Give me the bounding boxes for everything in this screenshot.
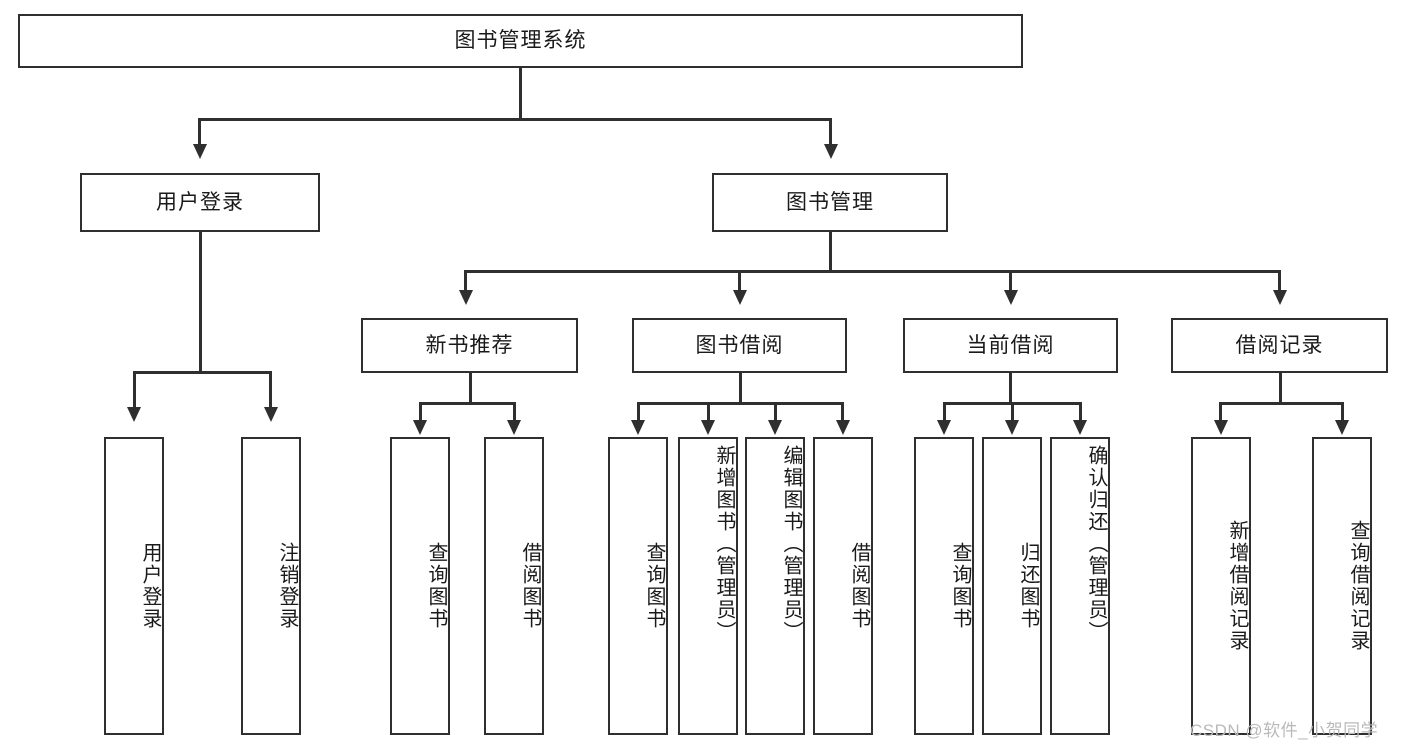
connector-level3-drop-2 xyxy=(738,270,741,292)
arrow-to-leaf-borrow-book-2 xyxy=(836,420,850,435)
arrow-to-leaf-edit-book xyxy=(768,420,782,435)
connector-book-borrow-drop-2 xyxy=(707,402,710,422)
connector-level3-drop-4 xyxy=(1278,270,1281,292)
connector-level3-drop-1 xyxy=(464,270,467,292)
connector-level2-drop-2 xyxy=(829,118,832,146)
arrow-to-leaf-return-book xyxy=(1005,420,1019,435)
leaf-query-borrow-record[interactable]: 查询借阅记录 xyxy=(1312,437,1372,735)
connector-current-borrow-drop-3 xyxy=(1079,402,1082,422)
arrow-to-current-borrow xyxy=(1004,290,1018,305)
leaf-borrow-book-new[interactable]: 借阅图书 xyxy=(484,437,544,735)
arrow-to-leaf-user-login xyxy=(127,407,141,422)
arrow-to-book-manage xyxy=(824,144,838,159)
leaf-query-book-new[interactable]: 查询图书 xyxy=(390,437,450,735)
connector-borrow-record-stem xyxy=(1279,373,1282,404)
arrow-to-leaf-confirm-return xyxy=(1073,420,1087,435)
connector-user-login-stem xyxy=(199,232,202,373)
leaf-add-book[interactable]: 新增图书（管理员） xyxy=(678,437,738,735)
connector-level3-drop-3 xyxy=(1009,270,1012,292)
connector-root-stem xyxy=(519,68,522,120)
connector-book-borrow-drop-1 xyxy=(637,402,640,422)
leaf-edit-book[interactable]: 编辑图书（管理员） xyxy=(745,437,805,735)
arrow-to-borrow-record xyxy=(1273,290,1287,305)
arrow-to-new-book xyxy=(459,290,473,305)
connector-borrow-record-drop-2 xyxy=(1341,402,1344,422)
connector-level2-drop-1 xyxy=(198,118,201,146)
leaf-logout[interactable]: 注销登录 xyxy=(241,437,301,735)
arrow-to-leaf-query-book-1 xyxy=(413,420,427,435)
leaf-borrow-book[interactable]: 借阅图书 xyxy=(813,437,873,735)
connector-current-borrow-stem xyxy=(1009,373,1012,404)
connector-borrow-record-drop-1 xyxy=(1219,402,1222,422)
arrow-to-leaf-borrow-book-1 xyxy=(507,420,521,435)
connector-user-login-drop-2 xyxy=(269,371,272,409)
node-book-borrow[interactable]: 图书借阅 xyxy=(632,318,847,373)
node-user-login[interactable]: 用户登录 xyxy=(80,173,320,232)
arrow-to-leaf-add-record xyxy=(1214,420,1228,435)
arrow-to-leaf-add-book xyxy=(701,420,715,435)
arrow-to-leaf-query-book-3 xyxy=(937,420,951,435)
arrow-to-leaf-logout xyxy=(264,407,278,422)
connector-new-book-drop-1 xyxy=(419,402,422,422)
connector-book-borrow-drop-4 xyxy=(841,402,844,422)
connector-level3-bar xyxy=(464,270,1280,273)
arrow-to-book-borrow xyxy=(733,290,747,305)
node-book-manage[interactable]: 图书管理 xyxy=(712,173,948,232)
connector-current-borrow-drop-1 xyxy=(943,402,946,422)
connector-new-book-stem xyxy=(469,373,472,404)
connector-borrow-record-bar xyxy=(1219,402,1341,405)
node-current-borrow[interactable]: 当前借阅 xyxy=(903,318,1118,373)
connector-book-borrow-stem xyxy=(739,373,742,404)
connector-book-borrow-drop-3 xyxy=(774,402,777,422)
leaf-user-login[interactable]: 用户登录 xyxy=(104,437,164,735)
leaf-query-book-current[interactable]: 查询图书 xyxy=(914,437,974,735)
leaf-confirm-return[interactable]: 确认归还（管理员） xyxy=(1050,437,1110,735)
arrow-to-leaf-query-record xyxy=(1335,420,1349,435)
arrow-to-leaf-query-book-2 xyxy=(631,420,645,435)
arrow-to-user-login xyxy=(193,144,207,159)
node-root-system[interactable]: 图书管理系统 xyxy=(18,14,1023,68)
connector-new-book-drop-2 xyxy=(513,402,516,422)
leaf-query-book-borrow[interactable]: 查询图书 xyxy=(608,437,668,735)
connector-book-manage-stem xyxy=(829,232,832,272)
node-borrow-record[interactable]: 借阅记录 xyxy=(1171,318,1388,373)
connector-user-login-bar xyxy=(133,371,269,374)
connector-new-book-bar xyxy=(419,402,515,405)
leaf-return-book[interactable]: 归还图书 xyxy=(982,437,1042,735)
connector-book-borrow-bar xyxy=(637,402,843,405)
leaf-add-borrow-record[interactable]: 新增借阅记录 xyxy=(1191,437,1251,735)
connector-level2-bar xyxy=(198,118,832,121)
connector-user-login-drop-1 xyxy=(133,371,136,409)
node-new-book-recommend[interactable]: 新书推荐 xyxy=(361,318,578,373)
connector-current-borrow-drop-2 xyxy=(1011,402,1014,422)
